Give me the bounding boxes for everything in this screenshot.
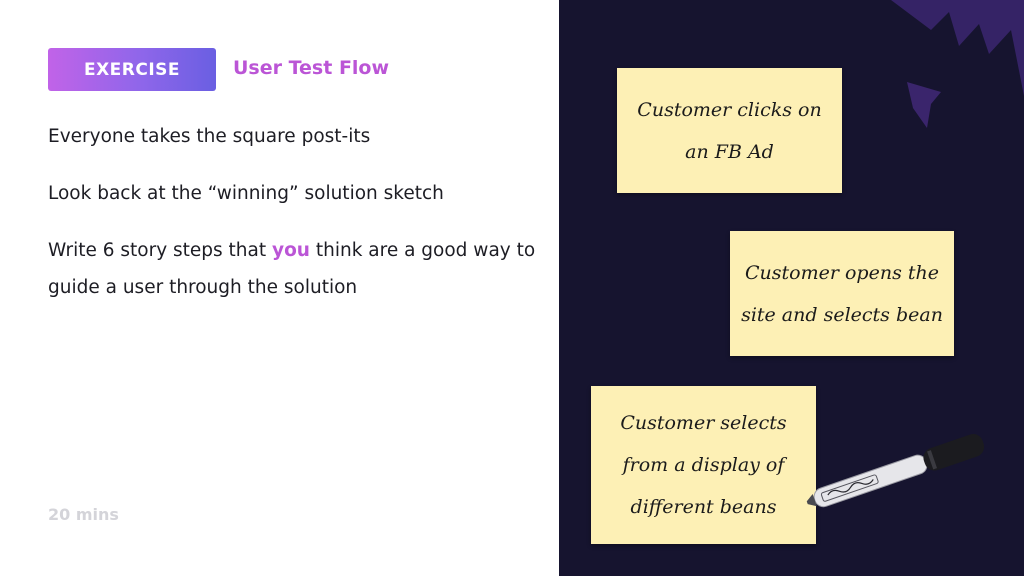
exercise-title: User Test Flow [233, 57, 390, 79]
instruction-list: Everyone takes the square post-its Look … [48, 118, 538, 306]
sticky-note-1: Customer clicks on an FB Ad [617, 68, 842, 193]
sticky-note-3: Customer selects from a display of diffe… [591, 386, 816, 544]
instruction-item: Look back at the “winning” solution sket… [48, 183, 444, 204]
sharpie-marker-icon [806, 434, 985, 508]
instruction-text: Write 6 story steps that [48, 240, 273, 261]
exercise-badge: EXERCISE [48, 48, 216, 91]
instruction-item: Everyone takes the square post-its [48, 126, 371, 147]
instruction-item: Write 6 story steps that you think are a… [48, 232, 538, 306]
exercise-badge-label: EXERCISE [83, 59, 181, 80]
instruction-text: think are a good way to guide a user thr… [48, 240, 536, 298]
slide-content-panel: EXERCISE User Test Flow Everyone takes t… [48, 48, 538, 524]
sticky-note-text: Customer selects from a display of diffe… [620, 412, 787, 518]
purple-arrow-decoration-icon [891, 0, 1024, 128]
post-it-example-panel: Customer clicks on an FB Ad Customer ope… [559, 0, 1024, 576]
instruction-highlight: you [272, 240, 310, 261]
timer-label: 20 mins [48, 505, 119, 524]
sticky-note-2: Customer opens the site and selects bean [730, 231, 954, 356]
sticky-note-text: Customer clicks on an FB Ad [637, 98, 822, 163]
sticky-note-text: Customer opens the site and selects bean [741, 261, 943, 326]
